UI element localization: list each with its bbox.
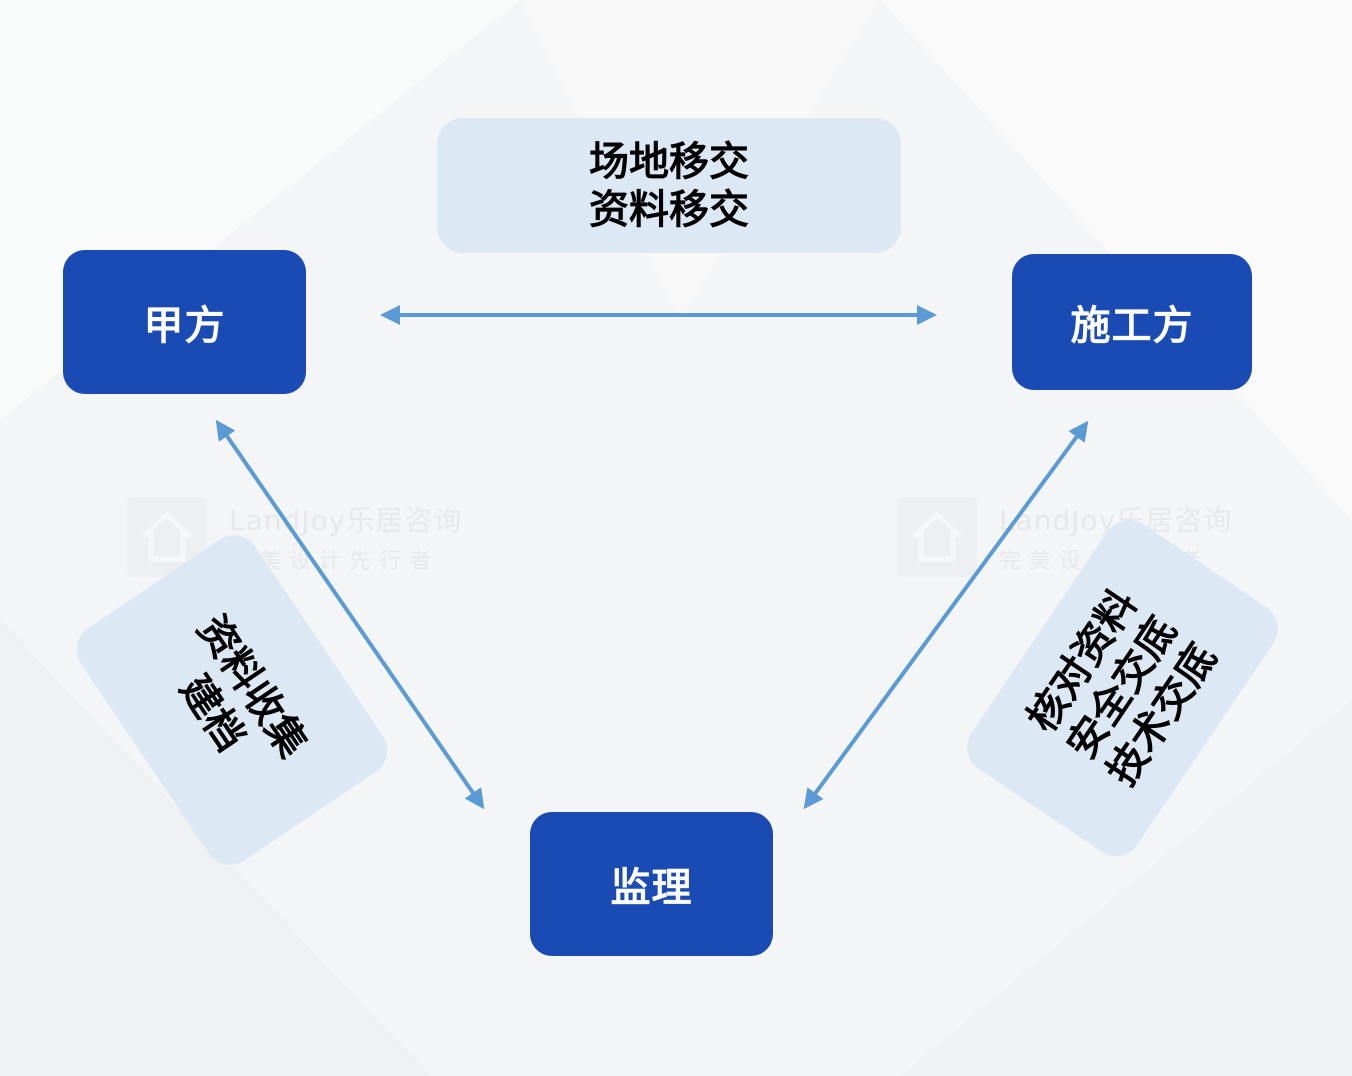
- note-line: 资料移交: [589, 186, 749, 233]
- node-contractor: 施工方: [1012, 254, 1252, 390]
- arrow-owner-supervisor: [215, 419, 485, 810]
- node-label: 甲方: [143, 303, 226, 349]
- note-line: 场地移交: [589, 138, 749, 185]
- node-supervisor: 监理: [530, 812, 773, 956]
- node-label: 施工方: [1070, 303, 1194, 349]
- node-owner: 甲方: [63, 250, 306, 394]
- arrow-contractor-supervisor: [803, 420, 1089, 810]
- note-site-handover: 场地移交 资料移交: [437, 118, 901, 253]
- node-label: 监理: [610, 865, 693, 911]
